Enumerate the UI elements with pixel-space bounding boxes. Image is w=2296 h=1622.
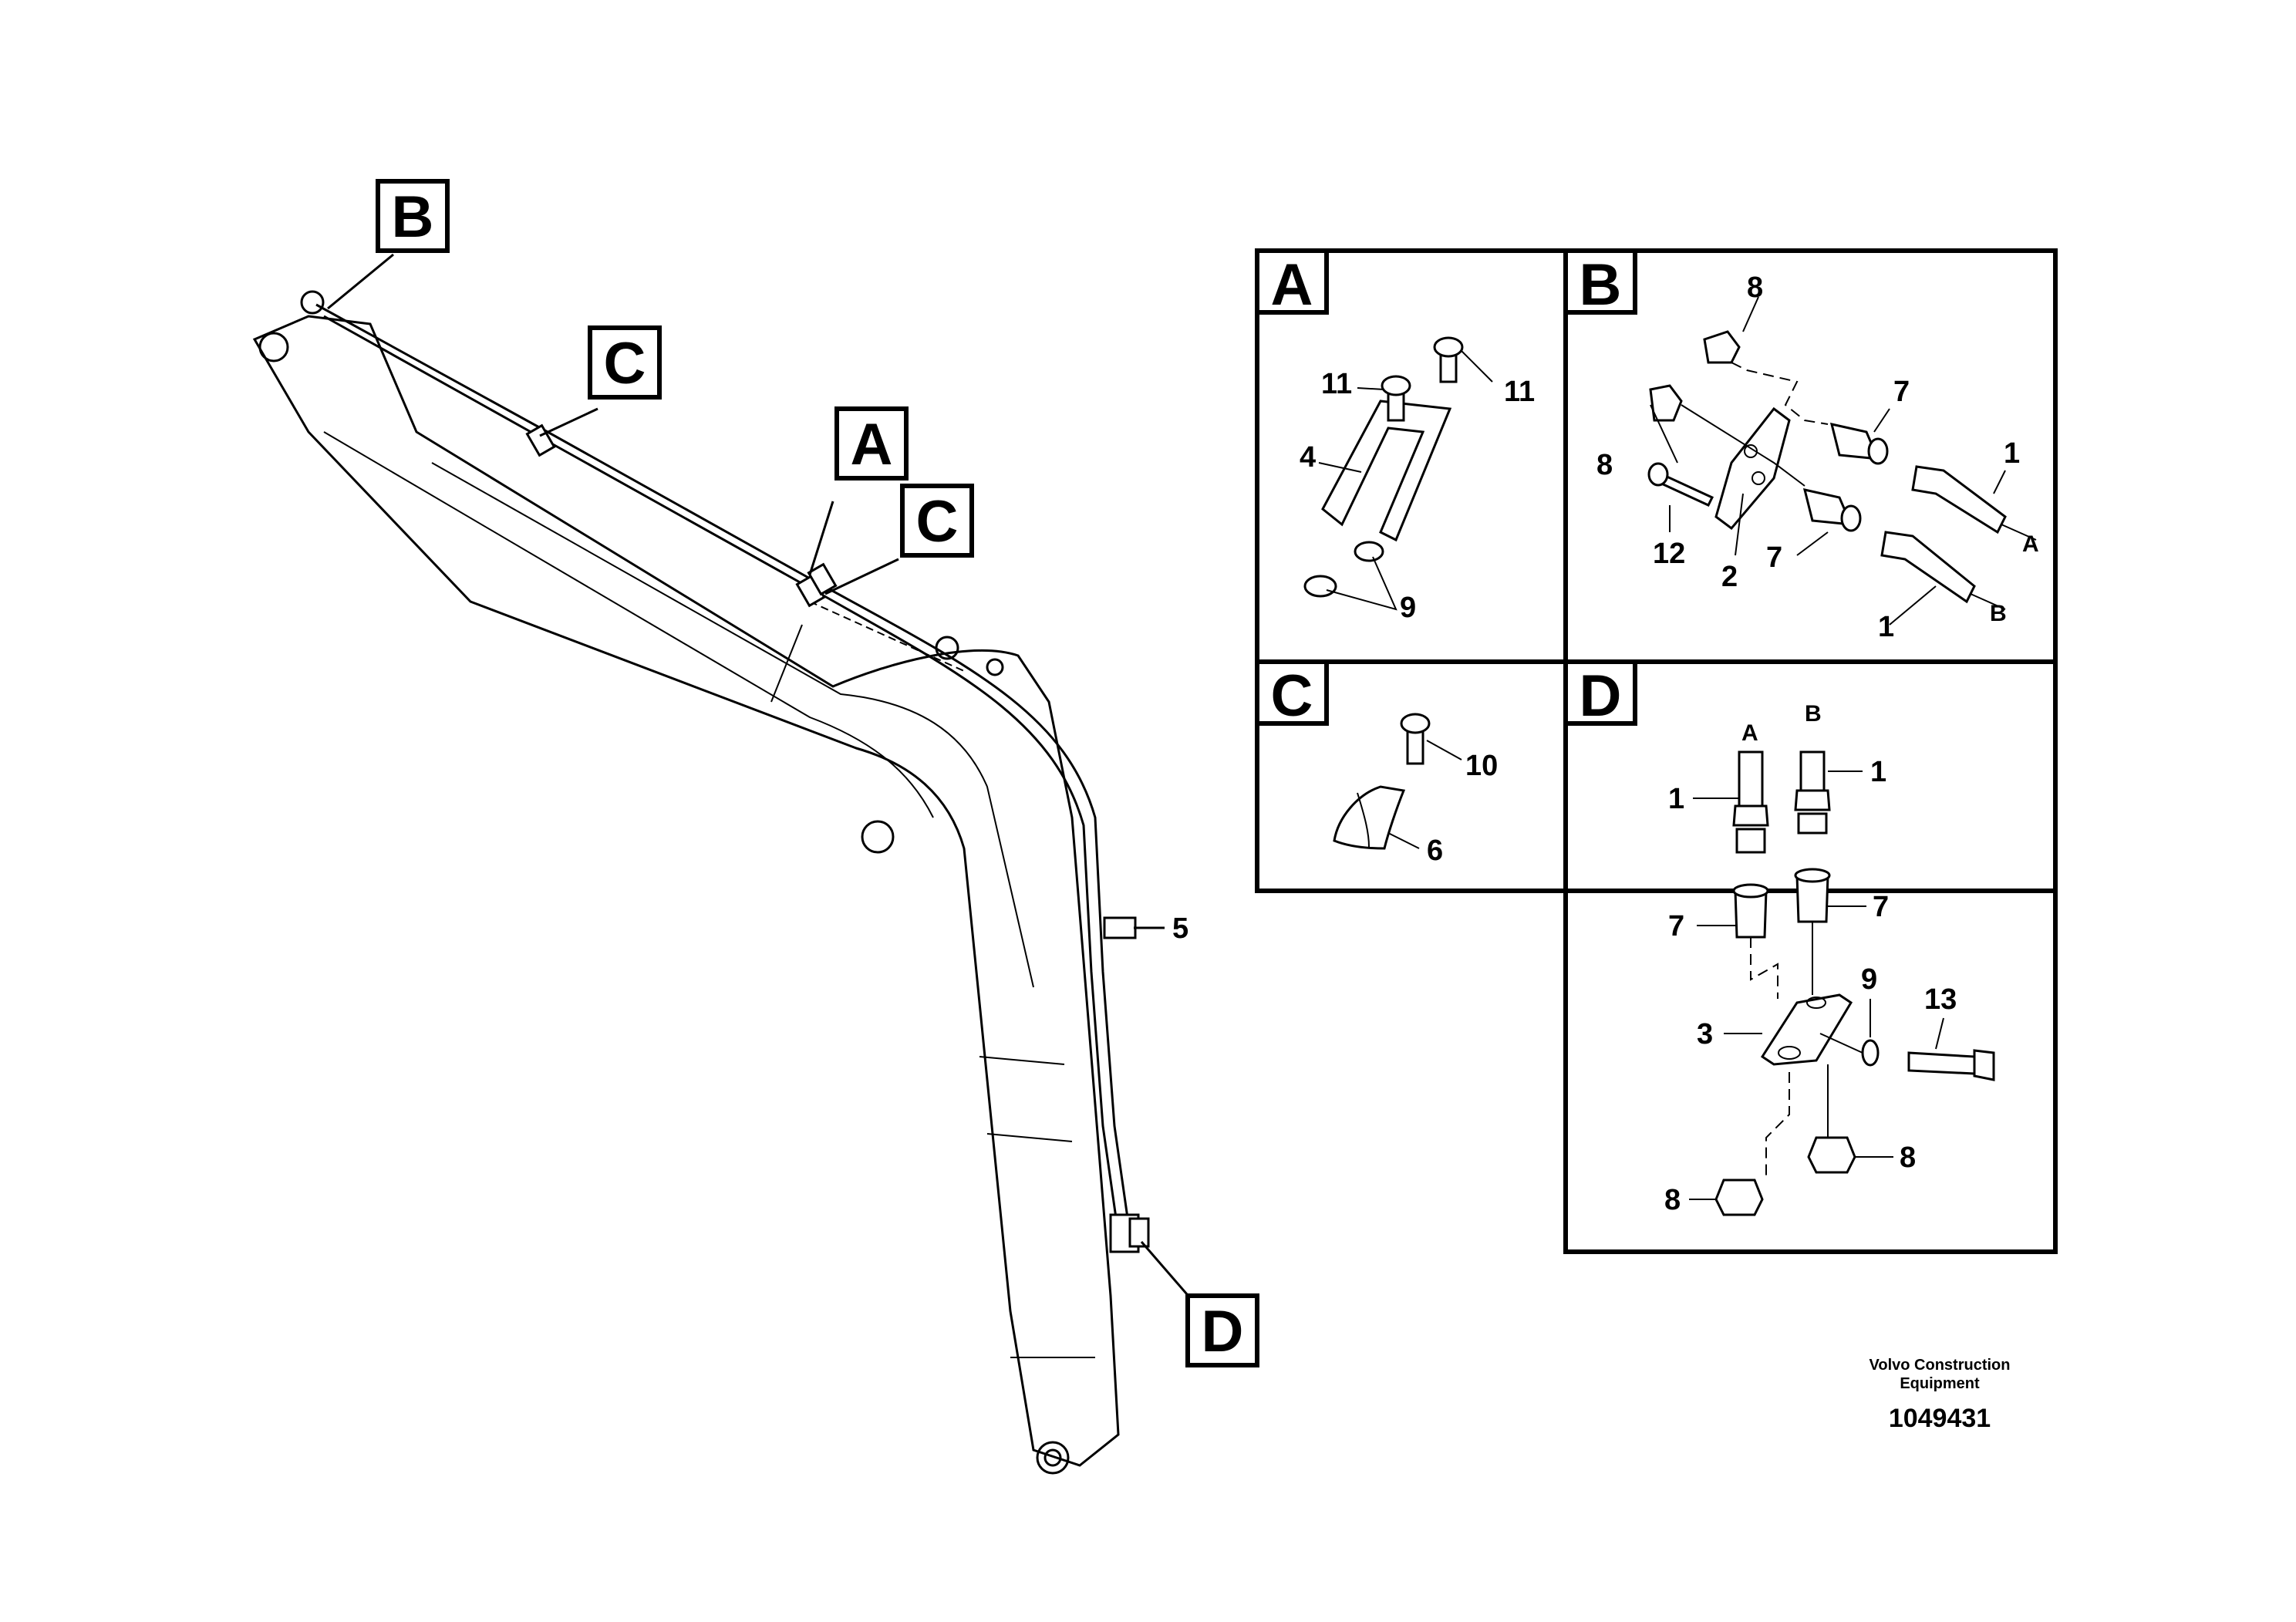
bracket-4 <box>1321 400 1452 542</box>
hose-1-bottom <box>1880 531 1976 604</box>
panel-a: A 11 11 4 9 <box>1255 248 1535 624</box>
label-b-8-left: 8 <box>1596 449 1613 481</box>
callout-d-label: D <box>1202 1299 1244 1364</box>
label-b-7-top: 7 <box>1893 376 1910 408</box>
nut-8-left <box>1649 384 1683 422</box>
washer-9-a <box>1303 575 1337 598</box>
washer-9 <box>1861 1039 1880 1067</box>
boom-drawing <box>252 290 1150 1475</box>
label-b-12: 12 <box>1653 538 1685 570</box>
label-a-11-left: 11 <box>1321 368 1352 400</box>
label-a-4: 4 <box>1300 441 1316 474</box>
label-d-7-left: 7 <box>1668 910 1684 943</box>
panel-b-title: B <box>1580 252 1622 318</box>
label-d-9: 9 <box>1861 963 1877 996</box>
callout-c-lower-label: C <box>916 489 959 555</box>
callout-d: D <box>1185 1293 1259 1367</box>
footer: Volvo Construction Equipment 1049431 <box>1870 1357 2011 1433</box>
label-c-6: 6 <box>1427 835 1443 867</box>
panel-c-title: C <box>1271 663 1313 729</box>
callout-leaders <box>327 253 1193 1300</box>
panel-a-title: A <box>1271 252 1313 318</box>
hose-1-top <box>1911 465 2007 534</box>
bolt-10 <box>1406 727 1424 765</box>
clamp-6 <box>1333 785 1406 850</box>
plate-3 <box>1760 993 1853 1066</box>
washer-9-b <box>1354 541 1384 562</box>
label-b-8-top: 8 <box>1747 271 1763 304</box>
callout-a: A <box>834 406 909 481</box>
nut-8-left <box>1714 1179 1764 1216</box>
label-d-8-left: 8 <box>1664 1184 1681 1216</box>
nut-8-top <box>1703 330 1741 364</box>
label-b-7-bottom: 7 <box>1766 541 1782 574</box>
label-b-1-bottom: 1 <box>1878 611 1894 643</box>
panel-d: D <box>1563 659 1995 1216</box>
label-a-11-right: 11 <box>1504 376 1535 408</box>
nut-8-right <box>1807 1136 1856 1174</box>
label-d-line-b: B <box>1805 701 1822 727</box>
label-a-9: 9 <box>1400 592 1416 624</box>
label-b-2: 2 <box>1721 561 1738 593</box>
panel-c: C 10 6 <box>1255 659 1498 867</box>
label-d-7-right: 7 <box>1873 891 1889 923</box>
label-d-3: 3 <box>1697 1018 1713 1050</box>
label-d-1-right: 1 <box>1870 756 1886 788</box>
item-5-label: 5 <box>1172 912 1188 945</box>
hose-1-left <box>1738 750 1764 808</box>
panel-frames-lower <box>1255 659 2058 1254</box>
hose-1-right <box>1799 750 1826 792</box>
company-line-2: Equipment <box>1900 1375 1980 1392</box>
label-b-line-a: A <box>2022 531 2039 557</box>
bolt-13 <box>1907 1051 1976 1075</box>
company-line-1: Volvo Construction <box>1870 1357 2011 1374</box>
label-d-line-a: A <box>1741 720 1758 746</box>
figure-number: 1049431 <box>1889 1404 1991 1433</box>
label-d-8-right: 8 <box>1900 1141 1916 1174</box>
callout-a-label: A <box>851 412 893 477</box>
callout-c-lower: C <box>900 484 974 558</box>
label-d-1-left: 1 <box>1668 783 1684 815</box>
callout-c-upper-label: C <box>604 331 646 396</box>
plate-2 <box>1714 406 1791 531</box>
callout-b: B <box>376 179 450 253</box>
label-b-line-b: B <box>1990 601 2007 626</box>
panel-d-title: D <box>1580 663 1622 729</box>
label-c-10: 10 <box>1465 750 1498 782</box>
callout-b-label: B <box>392 184 434 250</box>
label-b-1-top: 1 <box>2004 437 2020 470</box>
panel-b: B 8 8 7 7 1 1 <box>1563 248 2039 643</box>
callout-c-upper: C <box>588 325 662 400</box>
label-d-13: 13 <box>1924 983 1957 1016</box>
